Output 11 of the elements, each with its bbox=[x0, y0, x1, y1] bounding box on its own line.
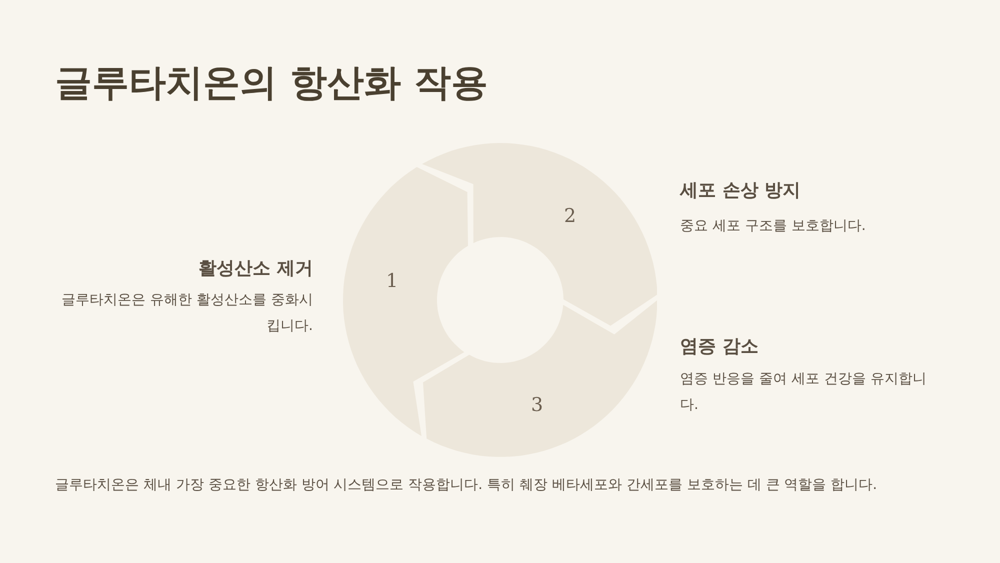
step-number: 2 bbox=[564, 204, 576, 227]
step-number: 3 bbox=[530, 394, 544, 416]
description: 중요 세포 구조를 보호합니다. bbox=[680, 217, 867, 236]
section-heading: 활성산소 제거 bbox=[198, 257, 313, 280]
description: 염증 반응을 줄여 세포 건강을 유지합니다. bbox=[680, 370, 928, 415]
step-number: 1 bbox=[386, 270, 398, 292]
title: 글루타치온의 항산화 작용 bbox=[55, 60, 488, 106]
section-heading: 염증 감소 bbox=[680, 335, 760, 358]
section-heading: 세포 손상 방지 bbox=[680, 179, 802, 202]
description: 글루타치온은 유해한 활성산소를 중화시킵니다. bbox=[60, 291, 313, 336]
summary-text: 글루타치온은 체내 가장 중요한 항산화 방어 시스템으로 작용합니다. 특히 췌장 베타세포와 간세포를 보호하는 데 큰 역할을 합니다. bbox=[55, 476, 878, 495]
